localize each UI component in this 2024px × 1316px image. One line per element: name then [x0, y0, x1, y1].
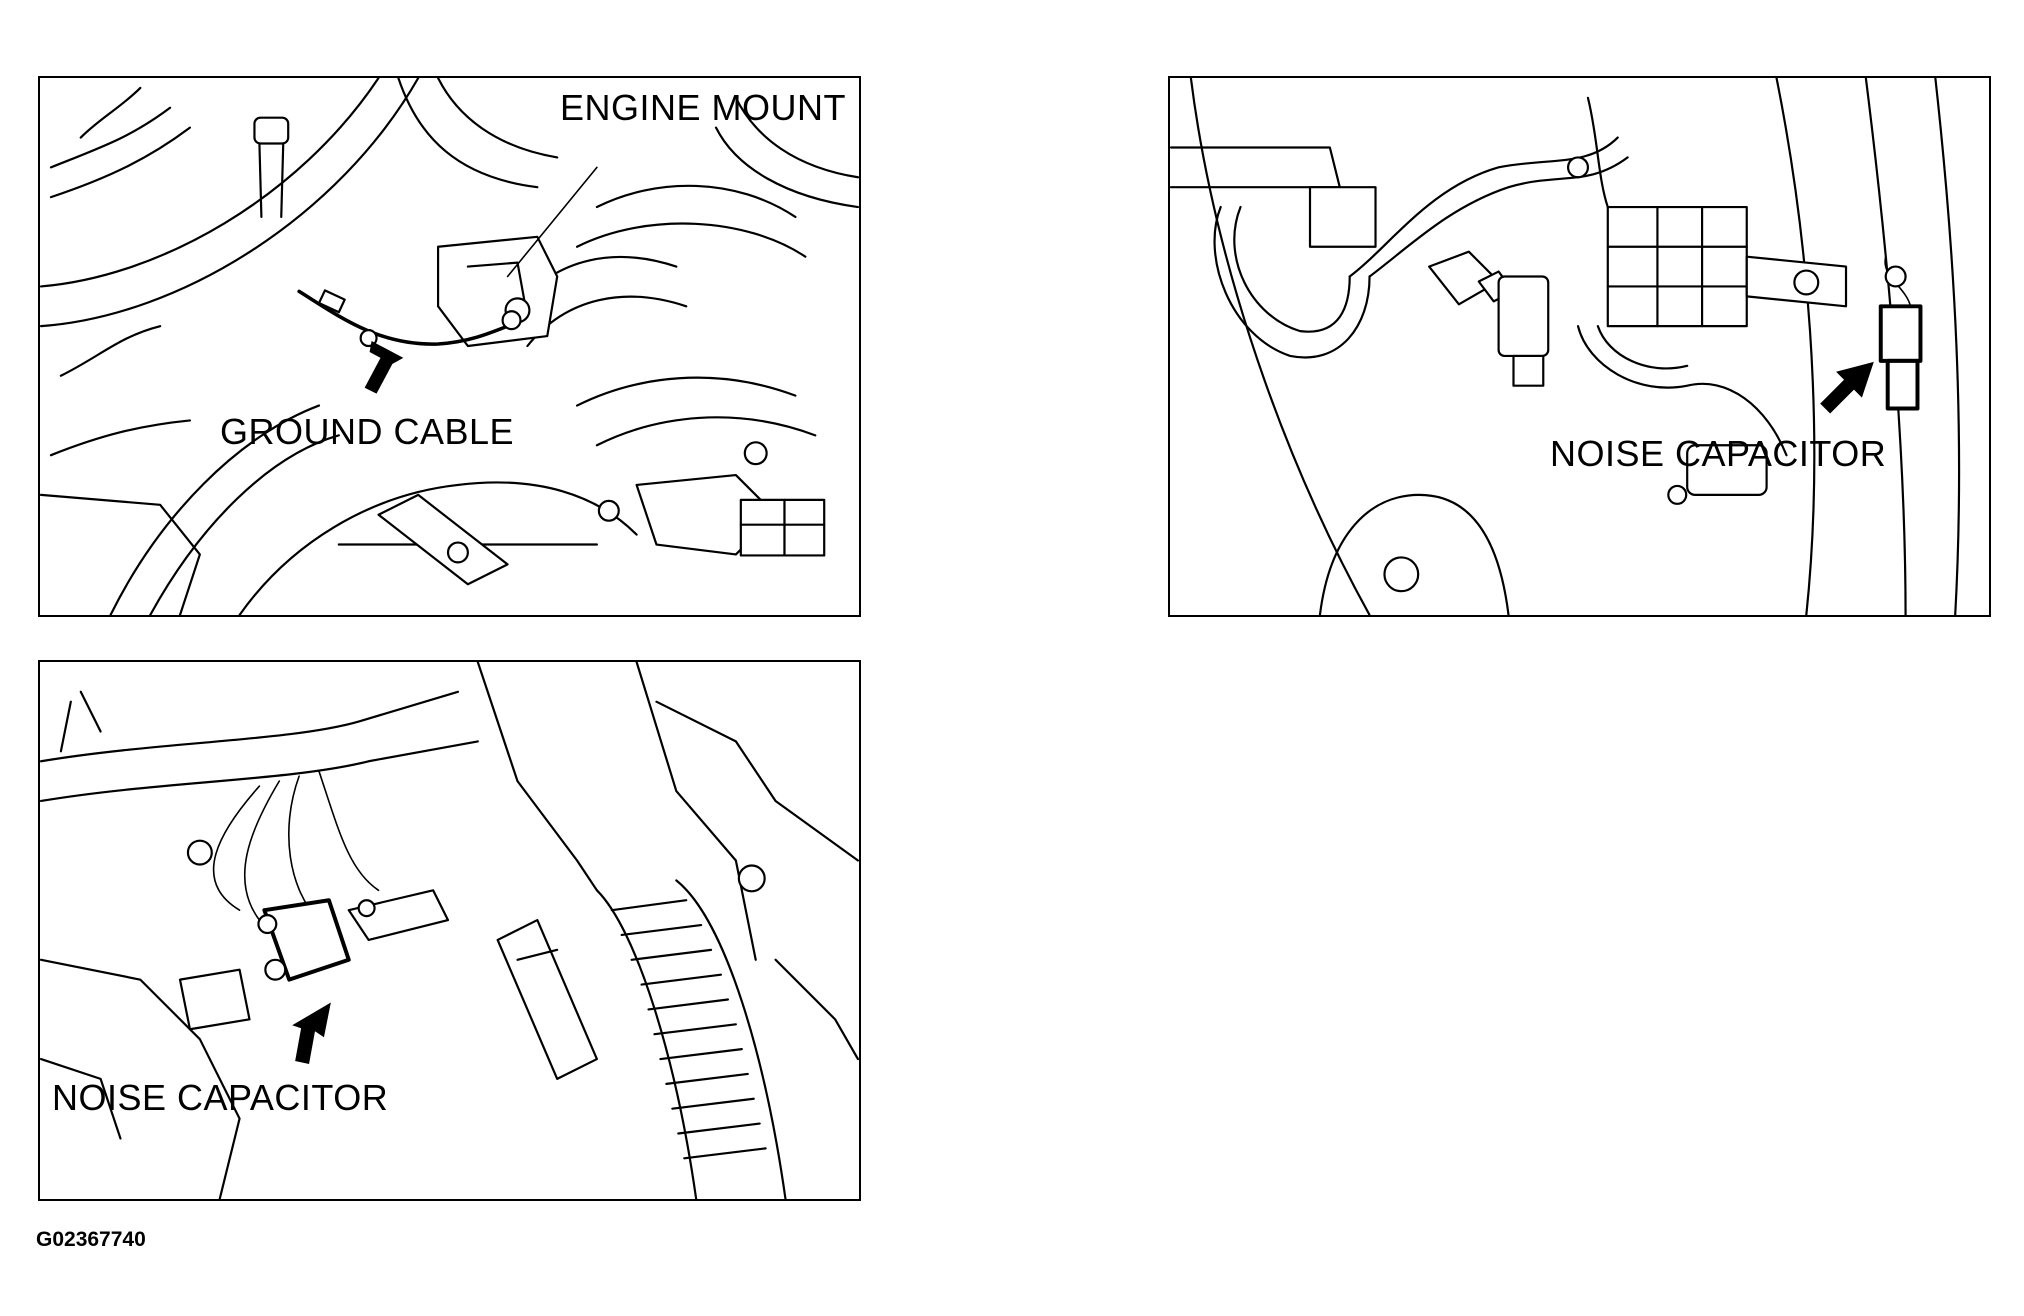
noise-capacitor-right-label: NOISE CAPACITOR: [1550, 433, 1887, 474]
noise-capacitor-left-illustration: [40, 662, 859, 1199]
noise-capacitor-left-label: NOISE CAPACITOR: [52, 1077, 389, 1118]
ground-cable-illustration: [40, 78, 859, 615]
panel-noise-capacitor-left: NOISE CAPACITOR: [38, 660, 861, 1201]
engine-mount-label: ENGINE MOUNT: [560, 87, 847, 128]
noise-capacitor-right-illustration: [1170, 78, 1961, 615]
figure-code: G02367740: [36, 1228, 146, 1251]
panel-noise-capacitor-right: NOISE CAPACITOR: [1168, 76, 1991, 617]
panel-ground-cable: ENGINE MOUNT GROUND CABLE: [38, 76, 861, 617]
ground-cable-label: GROUND CABLE: [220, 411, 515, 452]
